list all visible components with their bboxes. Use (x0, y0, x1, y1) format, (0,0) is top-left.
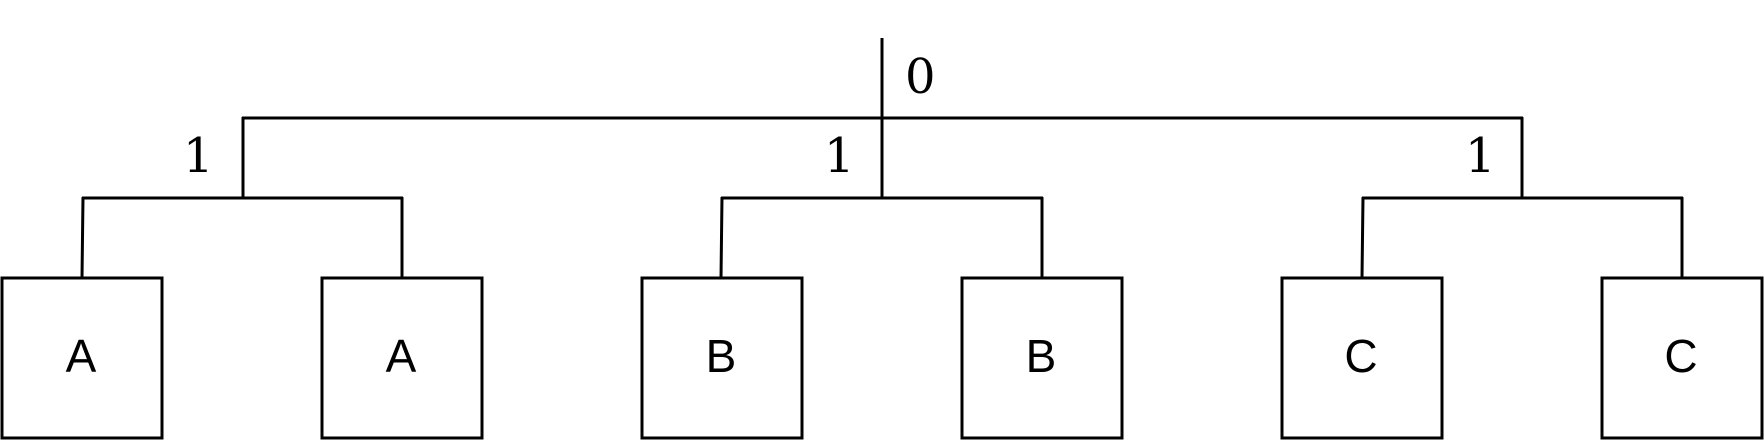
leaf-box (0, 276, 164, 440)
leaf-label: A (386, 330, 417, 382)
leaf-box (960, 276, 1124, 440)
leaf-node: B (960, 276, 1124, 440)
leaf-node: B (640, 276, 804, 440)
root-level-label: 0 (905, 49, 936, 105)
leaf-box (320, 276, 484, 440)
branch-1-left-drop (80, 196, 85, 279)
branch-2-level-label: 1 (824, 128, 855, 184)
leaf-label: A (66, 330, 97, 382)
leaf-label: B (1026, 330, 1057, 382)
leaf-node: A (0, 276, 164, 440)
branch-3-level-label: 1 (1465, 128, 1496, 184)
leaf-box (1600, 276, 1764, 440)
leaf-box (1280, 276, 1444, 440)
branch-3-left-drop (1360, 196, 1365, 279)
branch-2-left-drop (719, 196, 724, 279)
leaf-node: C (1280, 276, 1444, 440)
leaf-label: C (1664, 330, 1697, 382)
leaf-label: C (1344, 330, 1377, 382)
leaf-box (640, 276, 804, 440)
leaf-node: C (1600, 276, 1764, 440)
leaf-label: B (706, 330, 737, 382)
leaf-node: A (320, 276, 484, 440)
branch-1-level-label: 1 (183, 128, 214, 184)
